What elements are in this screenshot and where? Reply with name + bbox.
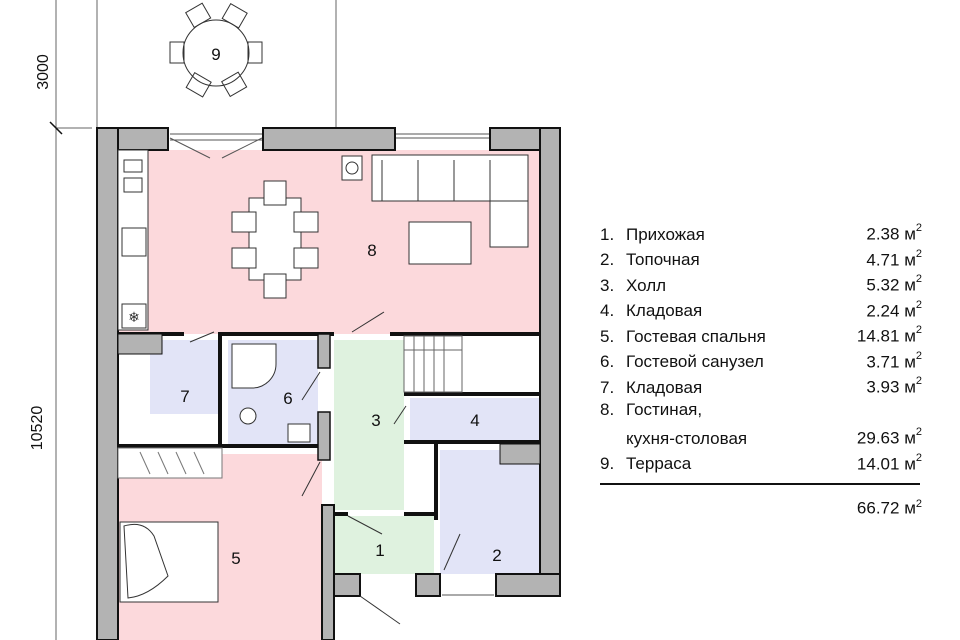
door-swings <box>189 311 461 625</box>
dimension-lines <box>49 0 337 640</box>
room-3-fill <box>334 340 404 510</box>
dining-table <box>231 180 319 299</box>
room-label-9: 9 <box>211 45 220 64</box>
wardrobe <box>117 447 223 479</box>
room-label-5: 5 <box>231 549 240 568</box>
room-label-6: 6 <box>283 389 292 408</box>
room-label-4: 4 <box>470 411 479 430</box>
kitchen-counter <box>117 149 149 331</box>
room-label-1: 1 <box>375 541 384 560</box>
stairs <box>403 335 463 393</box>
legend-row: 8.Гостиная, <box>600 399 703 419</box>
sofa <box>341 154 529 265</box>
dimension-house: 10520 <box>29 406 46 451</box>
boiler-units <box>117 333 541 465</box>
room-1-fill <box>334 516 434 574</box>
terrace-dining-set <box>169 2 263 98</box>
room-4-fill <box>410 398 540 440</box>
room-label-2: 2 <box>492 546 501 565</box>
dimension-terrace: 3000 <box>35 54 52 90</box>
room-label-3: 3 <box>371 411 380 430</box>
openings <box>169 133 494 596</box>
room-label-7: 7 <box>180 387 189 406</box>
total-area: 66.72 м2 <box>856 498 922 518</box>
legend-divider <box>600 483 920 485</box>
bathroom-fixtures <box>231 343 311 443</box>
walls <box>96 127 561 640</box>
room-2-fill <box>440 450 540 574</box>
freezer-icon: ❄ <box>128 309 140 325</box>
room-label-8: 8 <box>367 241 376 260</box>
partition-walls <box>317 333 331 461</box>
bed <box>119 521 219 603</box>
